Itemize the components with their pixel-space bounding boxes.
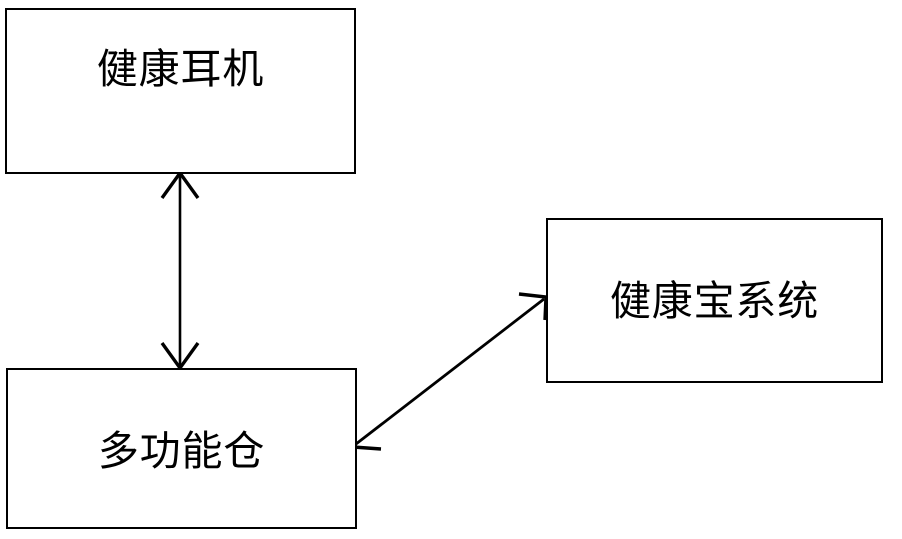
node-label-health-treasure-system: 健康宝系统 <box>609 276 820 325</box>
arrowhead-down-icon <box>160 342 200 371</box>
node-label-health-headphone: 健康耳机 <box>96 45 265 93</box>
node-health-headphone[interactable]: 健康耳机 <box>5 8 356 174</box>
node-health-treasure-system[interactable]: 健康宝系统 <box>546 218 883 383</box>
node-label-multifunction-compartment: 多功能仓 <box>97 426 266 475</box>
connector-line-diagonal <box>355 297 545 446</box>
connector-compartment-system <box>350 292 548 451</box>
node-multifunction-compartment[interactable]: 多功能仓 <box>6 368 357 529</box>
arrowhead-up-icon <box>160 170 200 199</box>
connector-headphone-compartment <box>160 170 200 371</box>
arrowhead-upright-icon <box>518 292 548 321</box>
